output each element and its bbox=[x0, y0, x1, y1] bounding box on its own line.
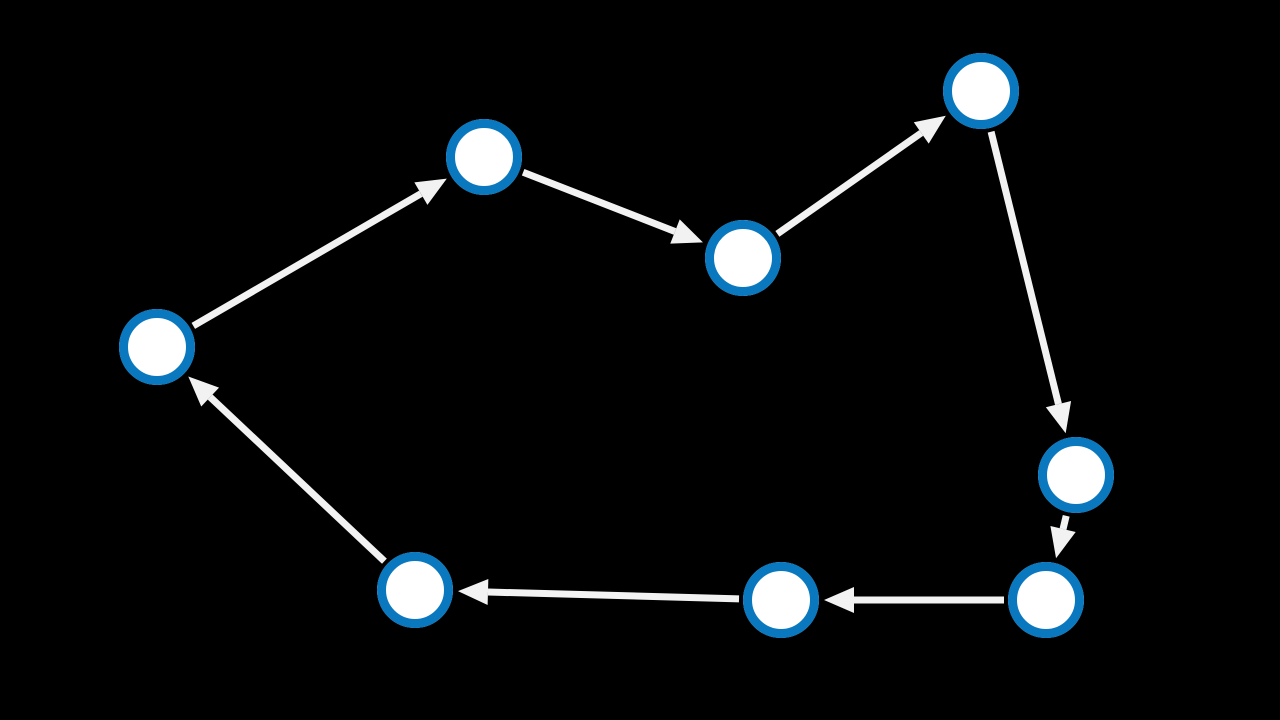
edges-layer bbox=[188, 115, 1076, 613]
arrowhead-icon bbox=[1045, 401, 1072, 434]
graph-node-n4[interactable] bbox=[943, 53, 1019, 129]
edge-shaft bbox=[1059, 515, 1070, 530]
graph-node-n2[interactable] bbox=[446, 119, 522, 195]
graph-node-n1[interactable] bbox=[119, 309, 195, 385]
graph-edge-n4-to-n5[interactable] bbox=[987, 130, 1072, 434]
edge-shaft bbox=[775, 130, 924, 237]
node-ring bbox=[705, 220, 781, 296]
node-ring bbox=[743, 562, 819, 638]
node-ring bbox=[1038, 437, 1114, 513]
arrowhead-icon bbox=[457, 579, 489, 605]
node-fill bbox=[446, 119, 522, 195]
arrowhead-icon bbox=[824, 587, 854, 613]
graph-edge-n2-to-n3[interactable] bbox=[521, 168, 703, 244]
node-fill bbox=[943, 53, 1019, 129]
graph-node-n6[interactable] bbox=[1008, 562, 1084, 638]
graph-edge-n7-to-n8[interactable] bbox=[457, 579, 740, 605]
graph-edge-n5-to-n6[interactable] bbox=[1050, 515, 1076, 559]
node-fill bbox=[1008, 562, 1084, 638]
graph-node-n8[interactable] bbox=[377, 552, 453, 628]
nodes-layer bbox=[119, 53, 1114, 638]
graph-edge-n3-to-n4[interactable] bbox=[775, 115, 946, 237]
arrowhead-icon bbox=[670, 219, 703, 244]
node-ring bbox=[1008, 562, 1084, 638]
graph-node-n5[interactable] bbox=[1038, 437, 1114, 513]
node-ring bbox=[377, 552, 453, 628]
graph-node-n3[interactable] bbox=[705, 220, 781, 296]
edge-shaft bbox=[521, 168, 677, 235]
graph-edge-n6-to-n7[interactable] bbox=[824, 587, 1004, 613]
graph-edge-n1-to-n2[interactable] bbox=[191, 178, 447, 329]
node-fill bbox=[743, 562, 819, 638]
arrowhead-icon bbox=[414, 178, 447, 205]
arrowhead-icon bbox=[913, 115, 946, 144]
node-ring bbox=[943, 53, 1019, 129]
edge-shaft bbox=[487, 588, 740, 603]
node-ring bbox=[446, 119, 522, 195]
graph-edge-n8-to-n1[interactable] bbox=[188, 376, 387, 564]
edge-shaft bbox=[987, 130, 1062, 405]
arrowhead-icon bbox=[188, 376, 220, 407]
node-fill bbox=[377, 552, 453, 628]
edge-shaft bbox=[207, 394, 387, 564]
edge-shaft bbox=[191, 190, 423, 329]
node-fill bbox=[705, 220, 781, 296]
node-ring bbox=[119, 309, 195, 385]
node-fill bbox=[119, 309, 195, 385]
node-fill bbox=[1038, 437, 1114, 513]
graph-node-n7[interactable] bbox=[743, 562, 819, 638]
arrowhead-icon bbox=[1050, 525, 1076, 559]
